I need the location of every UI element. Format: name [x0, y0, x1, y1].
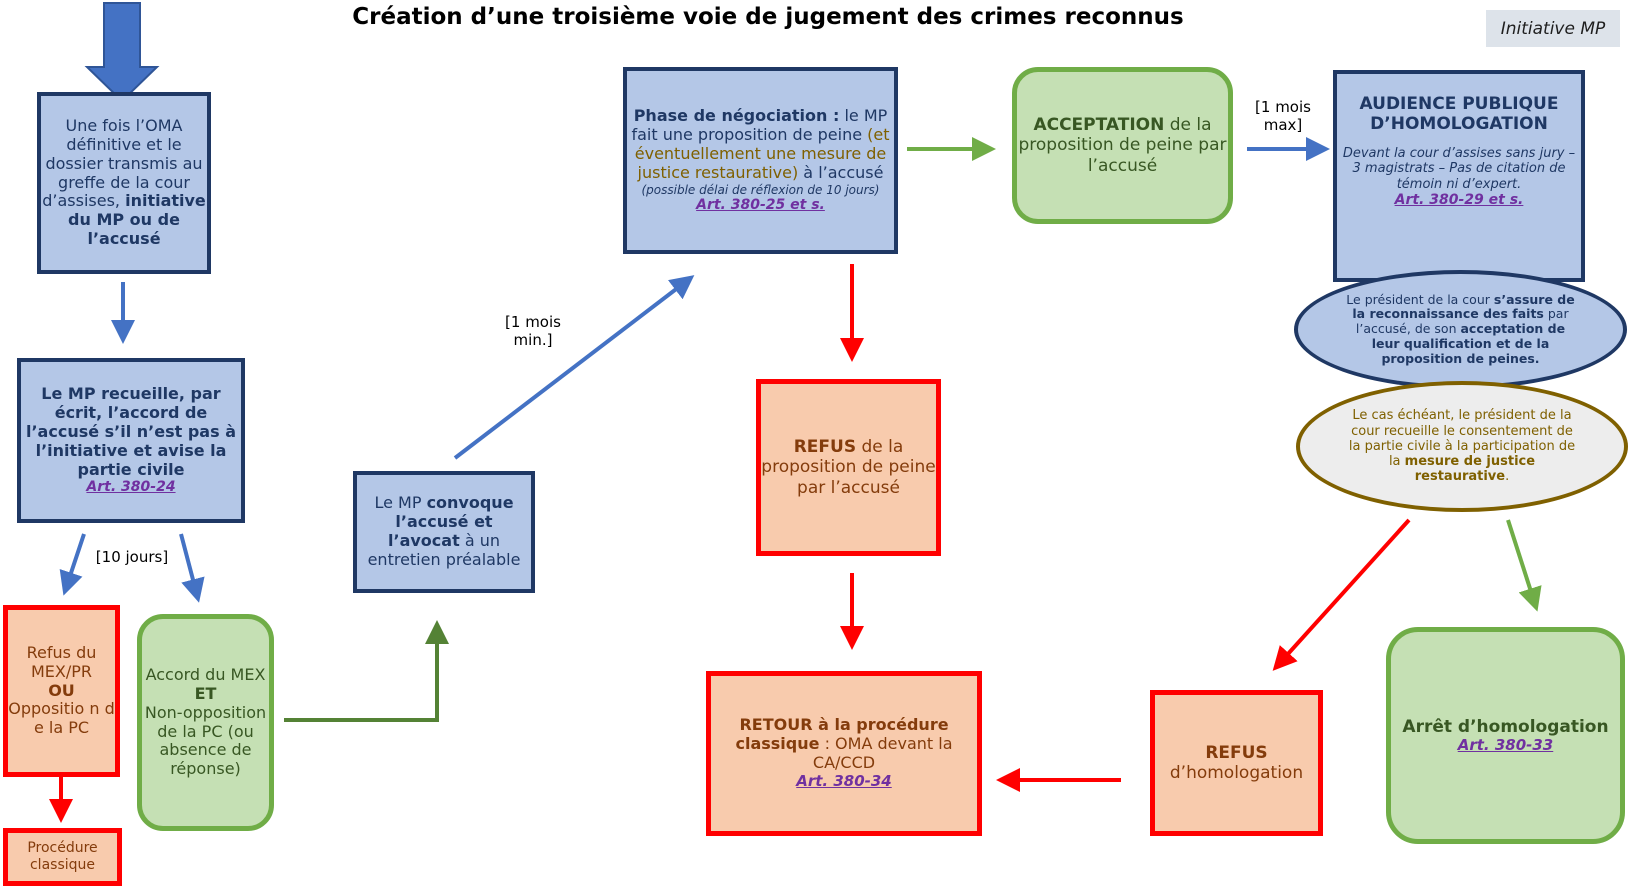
arrow-to-accord — [179, 533, 205, 603]
arret-bold: Arrêt d’homologation — [1402, 716, 1609, 737]
ellipse1-bold: s’assure de la reconnaissance des faits — [1352, 291, 1575, 322]
acceptation-bold: ACCEPTATION — [1033, 115, 1165, 136]
arrow-convoque-phase — [453, 275, 695, 460]
ellipse-president-assure: Le président de la cour s’assure de la r… — [1294, 270, 1627, 389]
phase-bold: Phase de négociation : — [633, 106, 840, 126]
retour-text: : OMA devant la CA/CCD — [812, 734, 953, 773]
refus-proposition-text: de la proposition de peine par l’accusé — [761, 437, 936, 498]
ellipse1-text2: par l’accusé, de son — [1355, 306, 1569, 337]
phase-delai: (possible délai de réflexion de 10 jours… — [641, 182, 880, 197]
page-title: Création d’une troisième voie de jugemen… — [352, 4, 1184, 30]
phase-gold: (et éventuellement une mesure de justice… — [634, 125, 890, 183]
box-retour-procedure: RETOUR à la procédure classique : OMA de… — [706, 671, 982, 836]
retour-bold: RETOUR à la procédure classique — [735, 715, 949, 754]
art-380-33-link[interactable]: Art. 380-33 — [1457, 735, 1554, 754]
ellipse2-bold: mesure de justice restaurative — [1404, 454, 1536, 485]
box1-text: Une fois l’OMA définitive et le dossier … — [42, 115, 203, 211]
box-audience-publique: AUDIENCE PUBLIQUE D’HOMOLOGATION Devant … — [1333, 70, 1585, 282]
box-refus-proposition: REFUS de la proposition de peine par l’a… — [756, 379, 941, 556]
refus-mex-text: Refus du MEX/PR — [26, 642, 97, 681]
art-380-25-link[interactable]: Art. 380-25 et s. — [696, 197, 825, 214]
procedure-classique-text: Procédure classique — [27, 840, 98, 873]
big-entry-arrow — [84, 2, 160, 103]
ellipse1-bold2: acceptation de leur qualification et de … — [1371, 321, 1566, 366]
refus-homologation-bold: REFUS — [1205, 742, 1268, 763]
box-procedure-classique: Procédure classique — [3, 828, 122, 886]
refus-proposition-bold: REFUS — [793, 437, 857, 458]
ellipse-justice-restaurative: Le cas échéant, le président de la cour … — [1296, 381, 1628, 512]
phase-text2: à l’accusé — [803, 163, 884, 183]
arrow-to-refus — [59, 533, 86, 596]
convoque-bold: convoque l’accusé et l’avocat — [388, 493, 514, 550]
box-accord-mex: Accord du MEX ET Non-opposition de la PC… — [137, 614, 274, 831]
box-mp-recueille: Le MP recueille, par écrit, l’accord de … — [17, 358, 245, 523]
accord-text2: Non-opposition de la PC (ou absence de r… — [144, 702, 267, 779]
box1-bold: initiative du MP ou de l’accusé — [68, 191, 206, 249]
phase-text: le MP fait une proposition de peine — [631, 106, 888, 145]
audience-title: AUDIENCE PUBLIQUE D’HOMOLOGATION — [1359, 94, 1559, 135]
arrow-audience-arret — [1506, 519, 1542, 612]
audience-details: Devant la cour d’assises sans jury – 3 m… — [1342, 146, 1576, 192]
connector-accord-convoque — [284, 620, 449, 722]
art-380-24-link[interactable]: Art. 380-24 — [86, 479, 176, 496]
box-acceptation: ACCEPTATION de la proposition de peine p… — [1012, 67, 1233, 224]
box-arret-homologation: Arrêt d’homologation Art. 380-33 — [1386, 627, 1625, 844]
arrow-audience-refus — [1272, 518, 1411, 671]
box-refus-mex: Refus du MEX/PR OU Oppositio n de la PC — [3, 605, 120, 777]
refus-mex-text2: Oppositio n de la PC — [8, 699, 115, 738]
label-1-mois-min: [1 mois min.] — [505, 313, 561, 349]
box-phase-negociation: Phase de négociation : le MP fait une pr… — [623, 67, 898, 254]
refus-mex-ou: OU — [48, 680, 75, 700]
label-1-mois-max: [1 mois max] — [1255, 98, 1311, 134]
refus-homologation-text: d’homologation — [1169, 763, 1304, 783]
art-380-34-link[interactable]: Art. 380-34 — [796, 771, 892, 790]
accord-et: ET — [194, 683, 217, 703]
convoque-text2: à un entretien préalable — [367, 531, 521, 569]
accord-text: Accord du MEX — [145, 664, 266, 684]
label-10-jours: [10 jours] — [95, 548, 169, 566]
convoque-text: Le MP — [374, 493, 422, 513]
box-oma-definitive: Une fois l’OMA définitive et le dossier … — [37, 92, 211, 274]
ellipse2-text: Le cas échéant, le président de la cour … — [1348, 408, 1576, 470]
box-mp-convoque: Le MP convoque l’accusé et l’avocat à un… — [353, 471, 535, 593]
art-380-29-link[interactable]: Art. 380-29 et s. — [1394, 192, 1524, 209]
ellipse2-end: . — [1505, 469, 1510, 485]
acceptation-text: de la proposition de peine par l’accusé — [1018, 115, 1227, 176]
box2-bold: Le MP recueille, par écrit, l’accord de … — [25, 384, 236, 479]
initiative-badge: Initiative MP — [1486, 10, 1620, 47]
ellipse1-text: Le président de la cour — [1346, 291, 1490, 307]
box-refus-homologation: REFUS d’homologation — [1150, 690, 1323, 836]
